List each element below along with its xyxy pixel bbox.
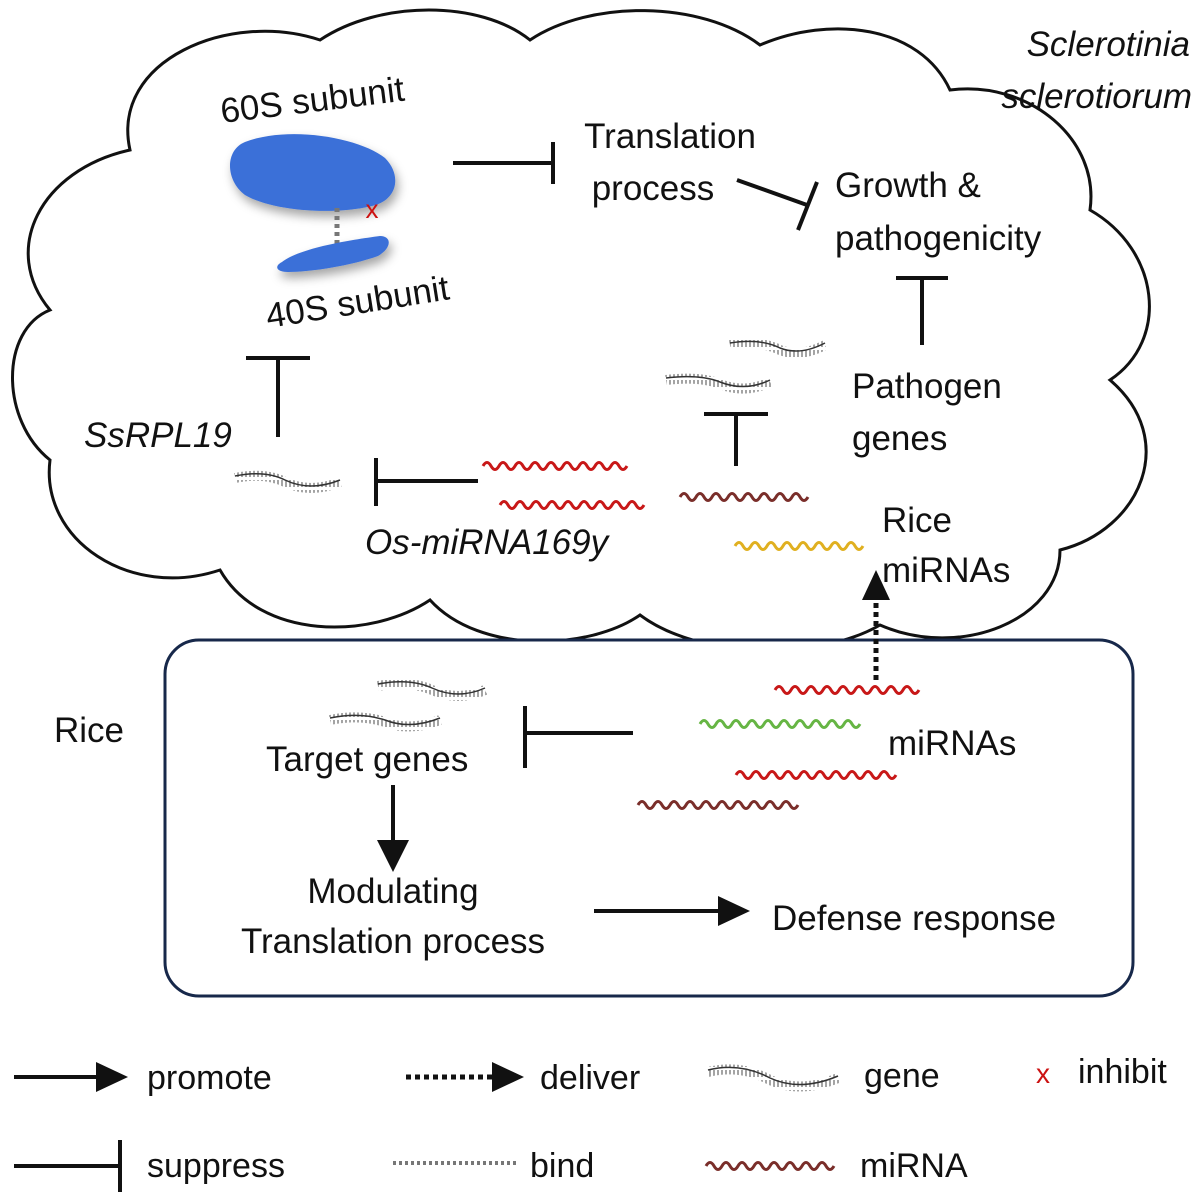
target-genes-label: Target genes (266, 740, 468, 779)
translation-label-line2: process (592, 169, 715, 208)
rice-mirna-strand (734, 770, 898, 780)
modulating-label-line2: Translation process (241, 922, 545, 961)
legend: promote deliver gene x inhibit suppress … (14, 1053, 1167, 1192)
legend-deliver-label: deliver (540, 1059, 640, 1097)
legend-mirna-strand (704, 1161, 836, 1171)
legend-promote-arrowhead (96, 1062, 128, 1092)
legend-gene-strand (706, 1064, 840, 1092)
suppress-translation-growth (736, 178, 808, 207)
mirnas-label: miRNAs (888, 724, 1016, 763)
growth-label-line2: pathogenicity (835, 219, 1042, 258)
rice-mirna-strand (678, 492, 810, 502)
target-gene-strand (329, 712, 442, 732)
legend-bind-label: bind (530, 1147, 594, 1185)
rice-mirna-strand (773, 685, 921, 695)
pathogen-name-line1: Sclerotinia (1027, 25, 1190, 64)
pathogen-genes-label-line1: Pathogen (852, 367, 1002, 406)
legend-mirna-label: miRNA (860, 1147, 968, 1185)
legend-inhibit-mark: x (1036, 1058, 1050, 1089)
rice-mirna-strand (698, 719, 862, 729)
legend-deliver-arrowhead (492, 1062, 524, 1092)
rice-mirna-strand (733, 541, 865, 551)
translation-label-line1: Translation (584, 117, 756, 156)
target-gene-strand (377, 678, 488, 701)
arrow-head (862, 570, 890, 600)
pathogen-genes-label-line2: genes (852, 419, 947, 458)
gene-strand (665, 373, 773, 394)
legend-inhibit-label: inhibit (1078, 1053, 1167, 1091)
ribosome-40s-subunit (277, 236, 389, 272)
arrow-head (377, 840, 409, 872)
modulating-label-line1: Modulating (307, 872, 478, 911)
pathogen-name-line2: sclerotiorum (1001, 77, 1192, 116)
os-mirna-label: Os-miRNA169y (365, 523, 611, 562)
ribosome-60s-subunit (230, 134, 396, 211)
defense-response-label: Defense response (772, 899, 1056, 938)
legend-promote-label: promote (147, 1059, 272, 1097)
suppress-bar (796, 181, 819, 231)
legend-gene-backbone (707, 1066, 839, 1086)
legend-gene-label: gene (864, 1057, 940, 1095)
os-mirna-strand (498, 500, 646, 510)
gene-strand (729, 338, 828, 359)
legend-suppress-label: suppress (147, 1147, 285, 1185)
rice-mirna-strand (636, 800, 800, 810)
inhibit-mark: x (366, 194, 379, 224)
host-label: Rice (54, 711, 124, 750)
os-mirna-strand (481, 461, 629, 471)
rice-mirnas-label-line1: Rice (882, 501, 952, 540)
growth-label-line1: Growth & (835, 166, 981, 205)
arrow-head (718, 896, 750, 926)
ssrpl19-gene-strand (234, 470, 342, 493)
ssrpl19-label: SsRPL19 (84, 416, 232, 455)
rice-mirnas-label-line2: miRNAs (882, 551, 1010, 590)
